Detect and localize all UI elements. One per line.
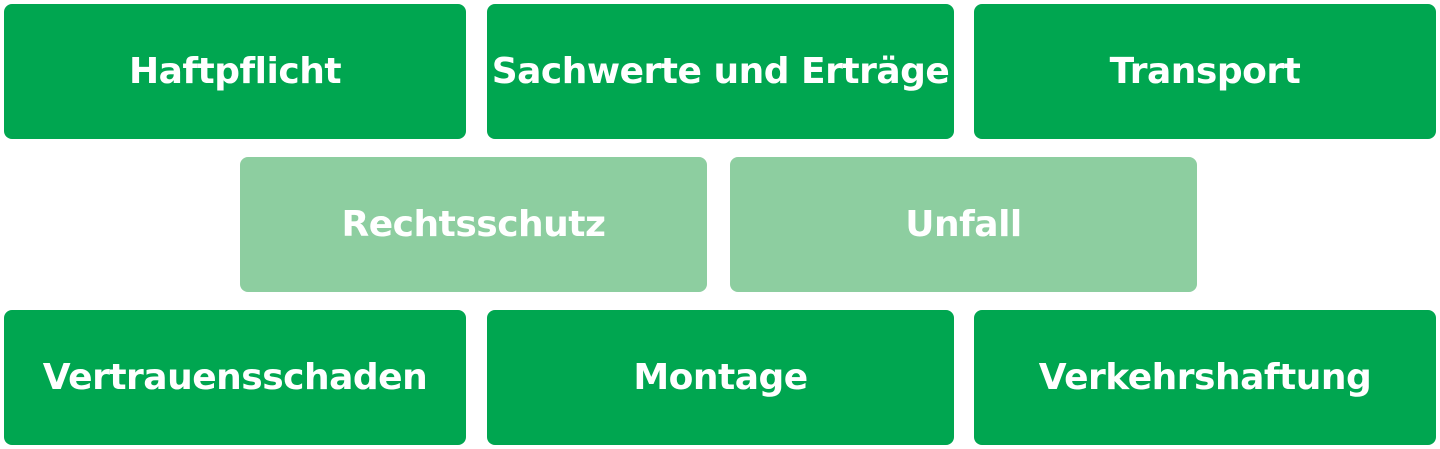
tile-montage: Montage xyxy=(487,310,954,445)
tile-verkehrshaftung: Verkehrshaftung xyxy=(974,310,1436,445)
tile-label: Transport xyxy=(1109,51,1301,92)
tile-label: Sachwerte und Erträge xyxy=(491,51,950,92)
tile-label: Unfall xyxy=(905,204,1022,245)
tile-label: Haftpflicht xyxy=(128,51,342,92)
tile-unfall: Unfall xyxy=(730,157,1197,292)
tile-rechtsschutz: Rechtsschutz xyxy=(240,157,707,292)
tile-label: Verkehrshaftung xyxy=(1038,357,1372,398)
tile-label: Vertrauensschaden xyxy=(42,357,428,398)
tile-haftpflicht: Haftpflicht xyxy=(4,4,466,139)
tile-transport: Transport xyxy=(974,4,1436,139)
tile-label: Rechtsschutz xyxy=(341,204,606,245)
tile-label: Montage xyxy=(633,357,808,398)
tile-vertrauensschaden: Vertrauensschaden xyxy=(4,310,466,445)
tile-sachwerte-und-ertraege: Sachwerte und Erträge xyxy=(487,4,954,139)
